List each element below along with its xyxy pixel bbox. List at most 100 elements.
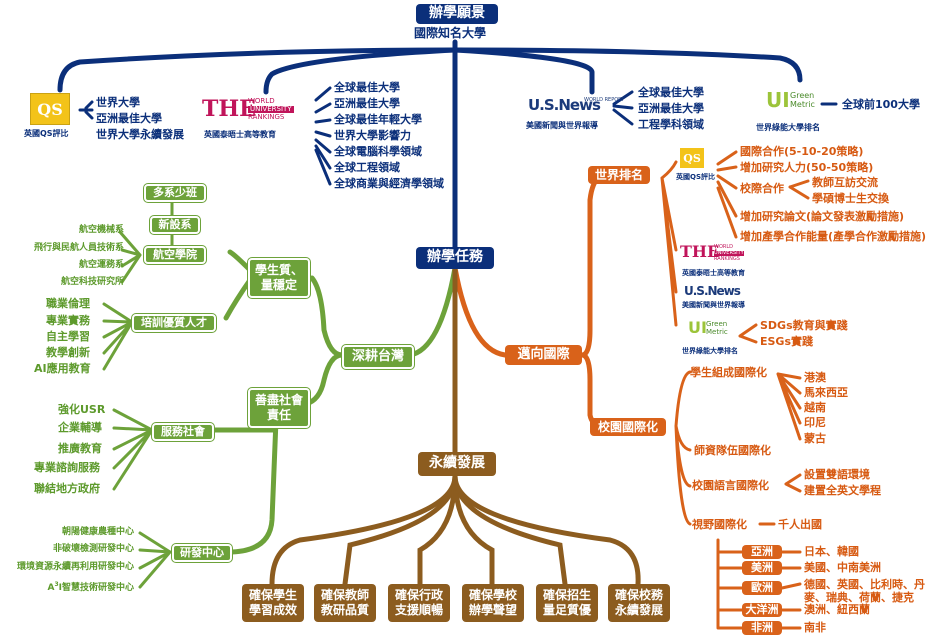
vision-subtitle: 國際知名大學 bbox=[414, 26, 487, 40]
the-label: 英國泰晤士高等教育 bbox=[204, 130, 276, 139]
intl-the-world: WORLD bbox=[714, 244, 733, 250]
qs-logo: QS bbox=[30, 93, 70, 125]
sustain-item-1: 確保學生 學習成效 bbox=[242, 584, 304, 622]
sustain-title: 永續發展 bbox=[418, 452, 496, 476]
intl-the-rankings: RANKINGS bbox=[714, 256, 740, 262]
sustain-item-3-l2: 支援順暢 bbox=[394, 603, 443, 617]
service-item-1: 強化USR bbox=[58, 403, 106, 416]
language-item-1: 設置雙語環境 bbox=[804, 468, 870, 481]
the-logo-university: UNIVERSITY bbox=[248, 105, 294, 113]
sustain-item-4-l2: 辦學聲望 bbox=[468, 603, 517, 617]
aviation-item-1: 航空機械系 bbox=[78, 225, 124, 235]
qs-label: 英國QS評比 bbox=[24, 129, 69, 138]
students-item-2: 馬來西亞 bbox=[804, 386, 848, 399]
greenmetric-item-1: 全球前100大學 bbox=[842, 98, 920, 111]
talent-item-2: 專業實務 bbox=[46, 314, 90, 327]
greenmetric-logo: UI Green Metric bbox=[764, 84, 824, 116]
intl-the-university: UNIVERSITY bbox=[714, 250, 744, 256]
campus-title: 校園國際化 bbox=[590, 418, 666, 436]
rd-title: 研發中心 bbox=[172, 544, 232, 562]
international-branches bbox=[452, 173, 607, 429]
qs-item-3: 世界大學永續發展 bbox=[96, 128, 184, 141]
rd-item-4: A3I智慧技術研發中心 bbox=[47, 582, 134, 593]
service-item-4: 專業諮詢服務 bbox=[34, 461, 100, 474]
intl-gm-metric: Metric bbox=[706, 328, 728, 336]
talent-title: 培訓優質人才 bbox=[132, 314, 216, 332]
the-item-2: 亞洲最佳大學 bbox=[334, 97, 400, 110]
quality-box: 學生質、量穩定 bbox=[248, 258, 310, 298]
ranking-title: 世界排名 bbox=[588, 166, 650, 184]
sustain-item-2: 確保教師 教研品質 bbox=[314, 584, 376, 622]
intl-usnews-label: 美國新聞與世界報導 bbox=[682, 301, 745, 309]
new-dept: 新設系 bbox=[150, 216, 200, 234]
aviation-item-4: 航空科技研究所 bbox=[60, 277, 124, 287]
region-europe-text: 德國、英國、比利時、丹麥、瑞典、荷蘭、捷克 bbox=[804, 578, 925, 604]
talent-item-4: 教學創新 bbox=[46, 346, 90, 359]
students-item-5: 蒙古 bbox=[804, 432, 826, 445]
greenmetric-label: 世界綠能大學排名 bbox=[756, 123, 820, 132]
rd-item-2: 非破壞檢測研發中心 bbox=[52, 544, 134, 554]
rd-item-4-a: A bbox=[47, 583, 55, 593]
language-item-2: 建置全英文學程 bbox=[804, 484, 881, 497]
intl-the-logo: THE WORLD UNIVERSITY RANKINGS bbox=[680, 244, 744, 264]
quality-title: 學生質、量穩定 bbox=[254, 263, 303, 292]
region-oceania-text: 澳洲、紐西蘭 bbox=[804, 603, 870, 616]
qs-item-2: 亞洲最佳大學 bbox=[96, 112, 162, 125]
intl-gm-item-1: SDGs教育與實踐 bbox=[760, 319, 848, 332]
talent-item-5: AI應用教育 bbox=[34, 362, 91, 375]
vision-intl-target: 千人出國 bbox=[778, 518, 822, 531]
usnews-item-3: 工程學科領域 bbox=[638, 118, 704, 131]
region-asia: 亞洲 bbox=[742, 545, 782, 559]
intl-qs-item-6: 增加研究論文(論文發表激勵措施) bbox=[740, 210, 905, 223]
greenmetric-logo-green: Green bbox=[790, 91, 815, 100]
intl-qs-item-1: 國際合作(5-10-20策略) bbox=[740, 145, 864, 158]
service-title: 服務社會 bbox=[152, 423, 214, 441]
aviation-item-3: 航空運務系 bbox=[78, 260, 124, 270]
sustain-item-4: 確保學校 辦學聲望 bbox=[462, 584, 524, 622]
taiwan-branches bbox=[211, 249, 458, 555]
usnews-item-2: 亞洲最佳大學 bbox=[638, 102, 704, 115]
intl-gm-ui: UI bbox=[688, 318, 707, 337]
intl-gm-logo: UI Green Metric bbox=[688, 316, 738, 340]
intl-qs-item-2: 增加研究人力(50-50策略) bbox=[740, 161, 874, 174]
language-title: 校園語言國際化 bbox=[692, 479, 769, 492]
the-item-3: 全球最佳年輕大學 bbox=[334, 113, 422, 126]
usnews-item-1: 全球最佳大學 bbox=[638, 86, 704, 99]
the-item-7: 全球商業與經濟學領域 bbox=[334, 177, 444, 190]
region-africa: 非洲 bbox=[742, 621, 782, 635]
taiwan-title: 深耕台灣 bbox=[342, 345, 414, 369]
talent-item-3: 自主學習 bbox=[46, 330, 90, 343]
sustain-item-1-l2: 學習成效 bbox=[248, 603, 297, 617]
region-europe: 歐洲 bbox=[742, 581, 782, 595]
mission-title: 辦學任務 bbox=[416, 247, 494, 269]
aviation-title: 航空學院 bbox=[144, 246, 206, 264]
rd-item-4-sup: 3 bbox=[54, 581, 59, 588]
sustain-item-5-l1: 確保招生 bbox=[542, 588, 591, 602]
international-title: 邁向國際 bbox=[505, 345, 582, 365]
the-item-6: 全球工程領域 bbox=[334, 161, 400, 174]
rd-item-3: 環境資源永續再利用研發中心 bbox=[16, 562, 134, 572]
vision-intl-title: 視野國際化 bbox=[692, 518, 747, 531]
intl-gm-green: Green bbox=[706, 320, 728, 328]
service-item-3: 推廣教育 bbox=[58, 442, 102, 455]
sustain-branches bbox=[269, 265, 641, 587]
region-asia-text: 日本、韓國 bbox=[804, 545, 859, 558]
the-logo-mark: THE bbox=[202, 96, 256, 122]
intl-qs-item-5: 學碩博士生交換 bbox=[812, 192, 889, 205]
vision-branches bbox=[57, 39, 803, 253]
the-logo: THE WORLD UNIVERSITY RANKINGS bbox=[202, 96, 298, 124]
students-title: 學生組成國際化 bbox=[690, 366, 767, 379]
sustain-item-6-l1: 確保校務 bbox=[614, 588, 663, 602]
region-oceania: 大洋洲 bbox=[742, 603, 782, 617]
vision-title: 辦學願景 bbox=[416, 4, 498, 24]
intl-qs-logo: QS bbox=[680, 148, 704, 168]
intl-qs-label: 英國QS評比 bbox=[676, 173, 715, 181]
sustain-item-5-l2: 量足質優 bbox=[542, 603, 591, 617]
sustain-item-2-l2: 教研品質 bbox=[320, 603, 369, 617]
usnews-logo-mark: U.S.News bbox=[528, 96, 601, 114]
the-item-4: 世界大學影響力 bbox=[334, 129, 411, 142]
intl-qs-item-3: 校際合作 bbox=[740, 182, 784, 195]
usnews-logo: U.S.News WORLD REPORT bbox=[528, 96, 624, 118]
faculty-title: 師資隊伍國際化 bbox=[694, 444, 771, 457]
